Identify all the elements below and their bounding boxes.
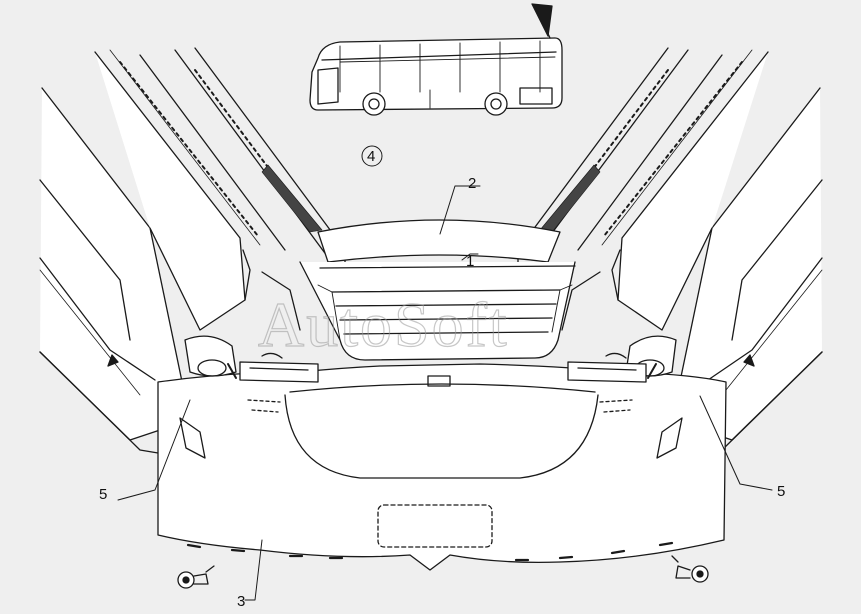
- callout-5-right: 5: [777, 483, 785, 500]
- right-lamp-assembly: [567, 335, 677, 383]
- callout-5-left: 5: [99, 486, 107, 503]
- view-marker: 4: [361, 145, 383, 167]
- bus-thumbnail: [309, 5, 563, 116]
- view-direction-arrow-icon: [531, 3, 553, 37]
- rear-window-frame: [299, 261, 576, 361]
- leader-lines: [117, 185, 773, 601]
- watermark: AutoSoft: [258, 289, 509, 360]
- rear-lower-panel: [157, 363, 727, 571]
- view-marker-number: 4: [367, 148, 375, 165]
- left-lamp-assembly: [184, 335, 319, 383]
- callout-1: 1: [466, 253, 474, 270]
- right-fastener-clip: [671, 555, 709, 583]
- callout-3: 3: [237, 593, 245, 610]
- right-side-panels: [517, 47, 823, 461]
- left-fastener-clip: [177, 565, 215, 589]
- left-side-panels: [39, 47, 346, 461]
- roof-panel: [317, 219, 561, 263]
- callout-2: 2: [468, 175, 476, 192]
